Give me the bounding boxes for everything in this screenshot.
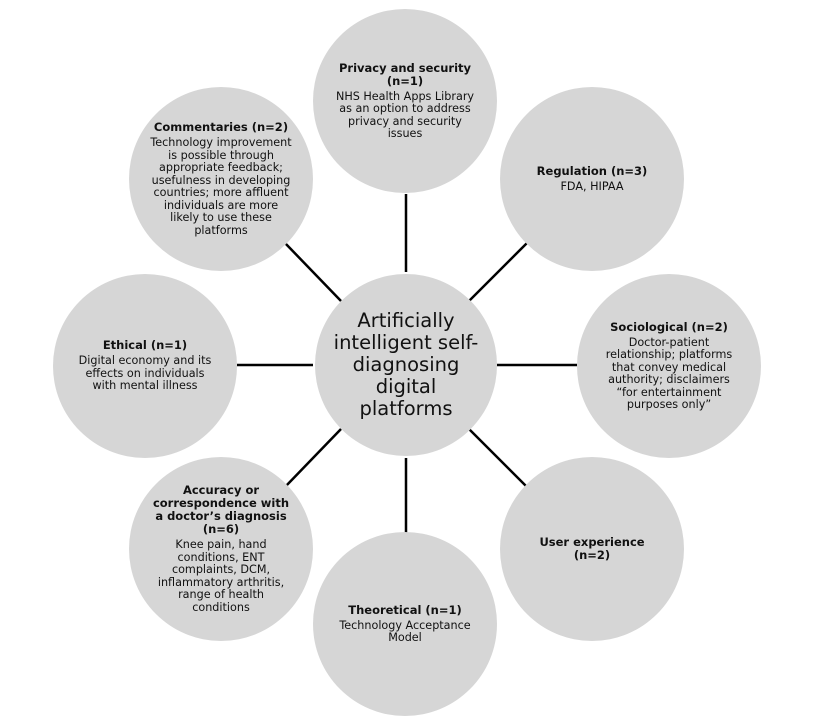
node-description: Doctor-patient relationship; platforms t… — [605, 335, 733, 411]
node-sociological: Sociological (n=2) Doctor-patient relati… — [577, 274, 761, 458]
center-node: Artificially intelligent self-diagnosing… — [315, 274, 497, 456]
center-label: Artificially intelligent self-diagnosing… — [333, 309, 479, 420]
node-ethical: Ethical (n=1) Digital economy and its ef… — [53, 274, 237, 458]
node-description: Technology Acceptance Model — [339, 618, 471, 644]
connector-line — [468, 428, 528, 488]
node-title: Theoretical (n=1) — [348, 602, 462, 617]
node-description: Knee pain, hand conditions, ENT complain… — [157, 538, 285, 614]
node-title: Sociological (n=2) — [610, 319, 728, 334]
node-title: Privacy and security (n=1) — [338, 60, 472, 88]
node-description: FDA, HIPAA — [560, 179, 624, 193]
connector-line — [284, 428, 342, 488]
node-description: NHS Health Apps Library as an option to … — [335, 89, 475, 140]
node-title: Ethical (n=1) — [102, 338, 188, 353]
node-description: Digital economy and its effects on indiv… — [78, 354, 212, 393]
node-title: Regulation (n=3) — [536, 163, 648, 178]
node-description: Technology improvement is possible throu… — [150, 136, 292, 237]
node-user-experience: User experience (n=2) — [500, 457, 684, 641]
node-theoretical: Theoretical (n=1) Technology Acceptance … — [313, 532, 497, 716]
node-title: Accuracy or correspondence with a doctor… — [152, 483, 290, 536]
node-commentaries: Commentaries (n=2) Technology improvemen… — [129, 87, 313, 271]
node-accuracy: Accuracy or correspondence with a doctor… — [129, 457, 313, 641]
connector-line — [468, 242, 528, 302]
node-privacy: Privacy and security (n=1) NHS Health Ap… — [313, 9, 497, 193]
node-title: User experience (n=2) — [539, 535, 645, 562]
node-title: Commentaries (n=2) — [153, 120, 289, 134]
node-regulation: Regulation (n=3) FDA, HIPAA — [500, 87, 684, 271]
connector-line — [284, 242, 342, 302]
